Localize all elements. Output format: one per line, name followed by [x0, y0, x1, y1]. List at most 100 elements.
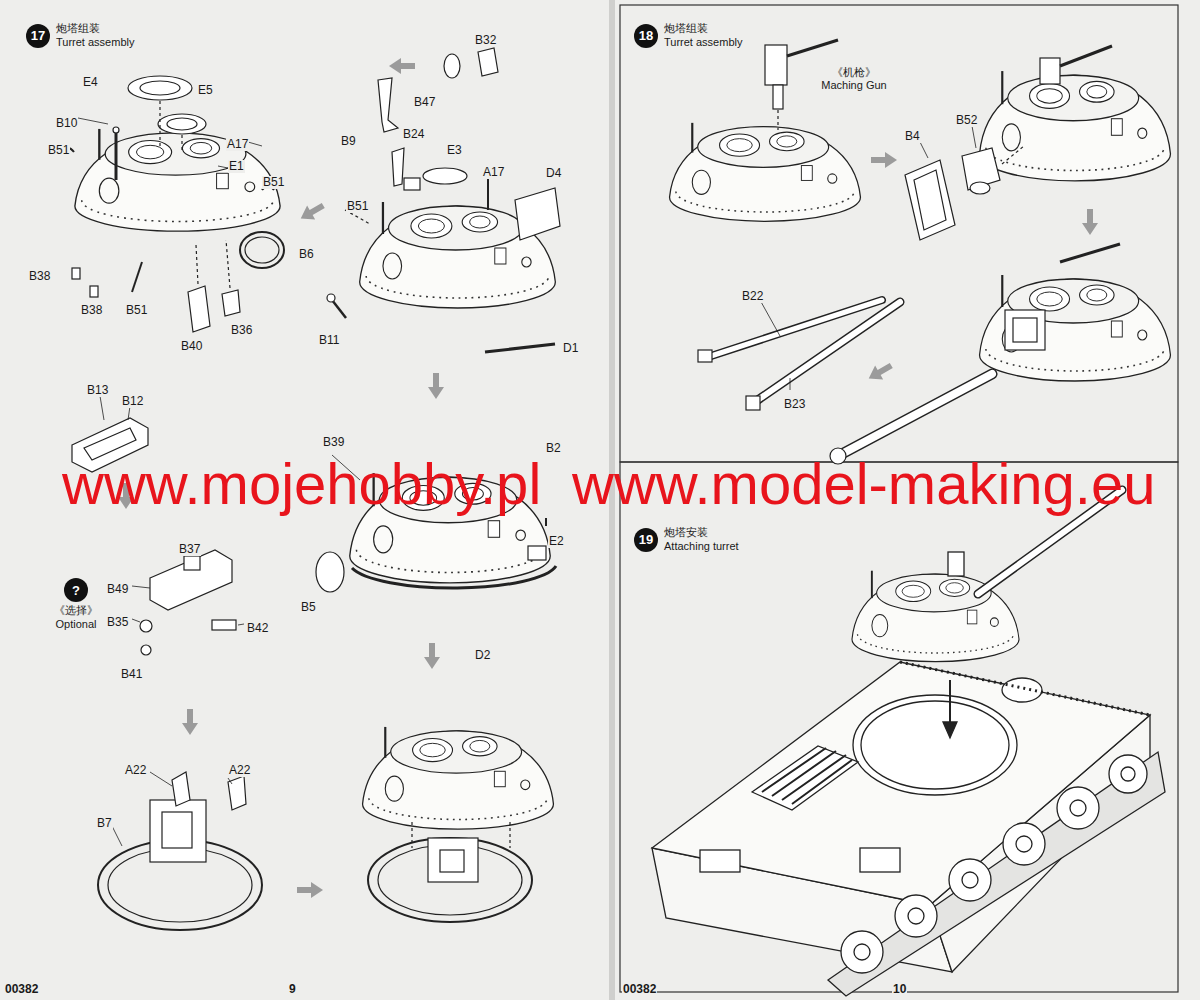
turret-drawing	[228, 776, 246, 810]
turret-drawing	[752, 302, 900, 404]
turret-drawing	[332, 300, 346, 318]
turret-drawing	[240, 232, 284, 268]
part-number: B52	[955, 110, 978, 128]
step-title: 炮塔安装	[664, 526, 739, 540]
page-number: 10	[892, 979, 907, 997]
step-badge: 18炮塔组装Turret assembly	[634, 22, 742, 50]
turret-drawing	[90, 286, 98, 297]
turret-drawing	[1013, 318, 1037, 342]
turret-drawing	[905, 160, 955, 240]
page-number: 9	[288, 983, 297, 996]
part-number: B51	[262, 176, 285, 189]
vehicle-drawing	[1003, 823, 1045, 865]
turret-drawing	[238, 624, 244, 625]
assembly-arrow	[297, 882, 323, 898]
turret-drawing	[167, 118, 197, 130]
watermark: www.mojehobby.pl	[62, 452, 541, 516]
turret-drawing	[172, 772, 190, 806]
part-number: B4	[904, 126, 921, 144]
option-badge: ?《选择》 Optional	[49, 578, 103, 632]
part-number: B38	[80, 304, 103, 317]
assembly-arrow	[389, 58, 415, 74]
part-number: D1	[562, 338, 579, 356]
page-number: 00382	[622, 983, 657, 996]
part-number: B2	[545, 442, 562, 455]
vehicle-drawing	[652, 490, 1165, 996]
turret-drawing	[141, 645, 151, 655]
part-number: B22	[741, 286, 764, 304]
vehicle-drawing	[762, 748, 852, 804]
turret-drawing	[132, 262, 142, 292]
assembly-arrow	[428, 373, 444, 399]
part-number: E4	[82, 76, 99, 89]
page-number: 00382	[4, 983, 39, 996]
step-title: 炮塔组装	[664, 22, 742, 36]
part-number: B9	[340, 131, 357, 149]
watermark: www.model-making.eu	[572, 452, 1155, 516]
part-number: B32	[474, 30, 497, 48]
turret-drawing	[113, 127, 119, 133]
page-number: 00382	[622, 979, 657, 997]
assembly-arrow	[424, 643, 440, 669]
turret-drawing	[132, 619, 140, 622]
step-title: 《选择》 Optional	[49, 604, 103, 632]
assembly-arrow	[871, 152, 897, 168]
part-number: E2	[548, 535, 565, 548]
vehicle-drawing	[943, 722, 957, 738]
part-number: A17	[226, 138, 249, 151]
step-heading: 炮塔组装Turret assembly	[664, 22, 742, 50]
turret-drawing	[1060, 46, 1112, 66]
assembly-arrow	[182, 709, 198, 735]
turret-drawing	[765, 45, 787, 85]
vehicle-drawing	[860, 848, 900, 872]
step-title: Turret assembly	[664, 36, 742, 50]
part-number: B11	[318, 330, 340, 348]
part-number: B39	[322, 432, 345, 450]
turret-drawing	[746, 396, 760, 410]
step-heading: 《选择》 Optional	[49, 604, 103, 632]
turret-drawing	[158, 114, 206, 134]
part-number: A22	[124, 760, 147, 778]
turret-drawing	[75, 129, 280, 231]
step-heading: 炮塔组装Turret assembly	[56, 22, 134, 50]
turret-drawing	[352, 566, 556, 588]
part-number: B12	[121, 391, 144, 409]
part-number: B10	[55, 113, 78, 131]
turret-drawing	[100, 396, 104, 420]
watermark: www.mojehobby.pl	[62, 452, 541, 516]
turret-drawing	[487, 178, 489, 210]
part-number: B38	[80, 300, 103, 318]
part-number: E5	[197, 80, 214, 98]
watermark: www.model-making.eu	[572, 452, 1155, 516]
part-number: A17	[226, 134, 249, 152]
turret-drawing	[226, 240, 230, 288]
turret-drawing	[150, 772, 172, 786]
turret-drawing	[970, 182, 990, 194]
part-number: B42	[246, 622, 269, 635]
vehicle-drawing	[1057, 787, 1099, 829]
turret-drawing	[528, 546, 546, 560]
part-number: B11	[318, 334, 340, 347]
vehicle-drawing	[1070, 800, 1086, 816]
turret-drawing	[228, 778, 232, 784]
part-number: B51	[125, 304, 148, 317]
turret-drawing	[327, 294, 335, 302]
turret-drawing	[752, 302, 900, 404]
part-number: B6	[298, 244, 315, 262]
turret-drawing	[222, 290, 240, 316]
turret-drawing	[188, 286, 210, 332]
part-number: E4	[82, 72, 99, 90]
part-number: B51	[125, 300, 148, 318]
vehicle-drawing	[841, 931, 883, 973]
part-number: B10	[55, 117, 78, 130]
part-number: B40	[180, 336, 203, 354]
part-number: B51	[47, 140, 70, 158]
part-number: B36	[230, 324, 253, 337]
assembly-arrow	[871, 152, 897, 168]
turret-drawing	[72, 268, 80, 279]
assembly-arrow	[297, 199, 328, 226]
assembly-arrow	[424, 643, 440, 669]
part-number: B24	[402, 128, 425, 141]
turret-drawing	[140, 620, 152, 632]
